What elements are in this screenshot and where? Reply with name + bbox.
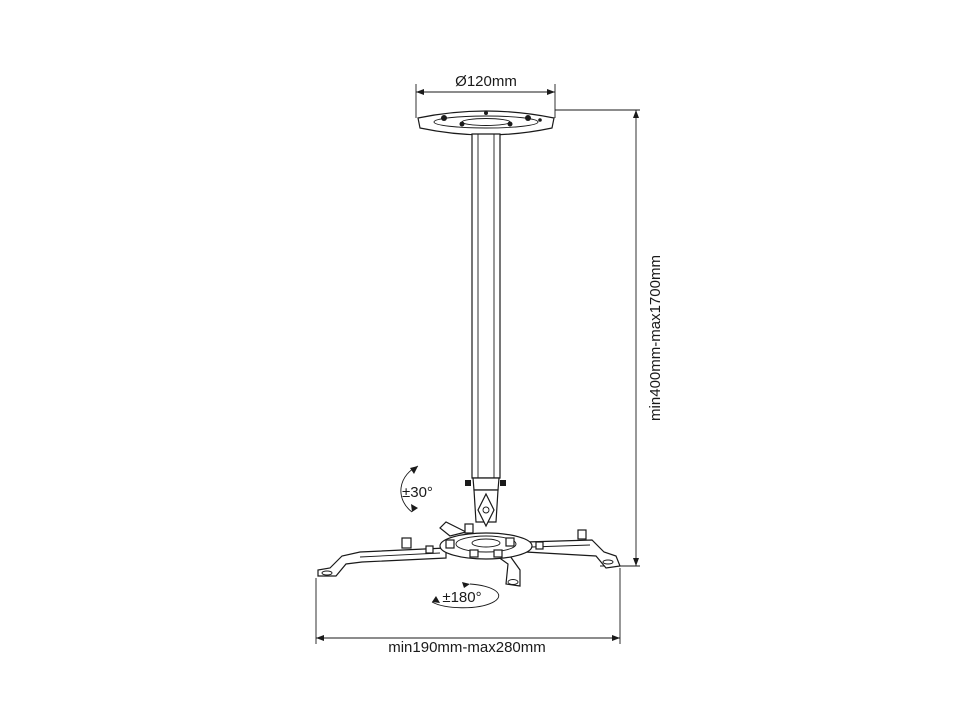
width-range-label: min190mm-max280mm xyxy=(388,639,546,656)
tilt-indicator: ±30° xyxy=(400,465,433,513)
ceiling-plate xyxy=(417,110,555,136)
width-dimension: min190mm-max280mm xyxy=(315,568,621,656)
height-range-label: min400mm-max1700mm xyxy=(647,255,664,421)
tilt-label: ±30° xyxy=(402,484,433,501)
plate-diameter-dimension: Ø120mm xyxy=(415,73,556,118)
rotation-indicator: ±180° xyxy=(431,582,500,609)
tilt-joint xyxy=(473,489,499,528)
rotation-label: ±180° xyxy=(442,589,481,606)
plate-diameter-label: Ø120mm xyxy=(455,73,517,90)
projector-bracket xyxy=(317,521,621,587)
height-dimension: min400mm-max1700mm xyxy=(555,109,664,567)
telescopic-pole xyxy=(465,133,506,491)
